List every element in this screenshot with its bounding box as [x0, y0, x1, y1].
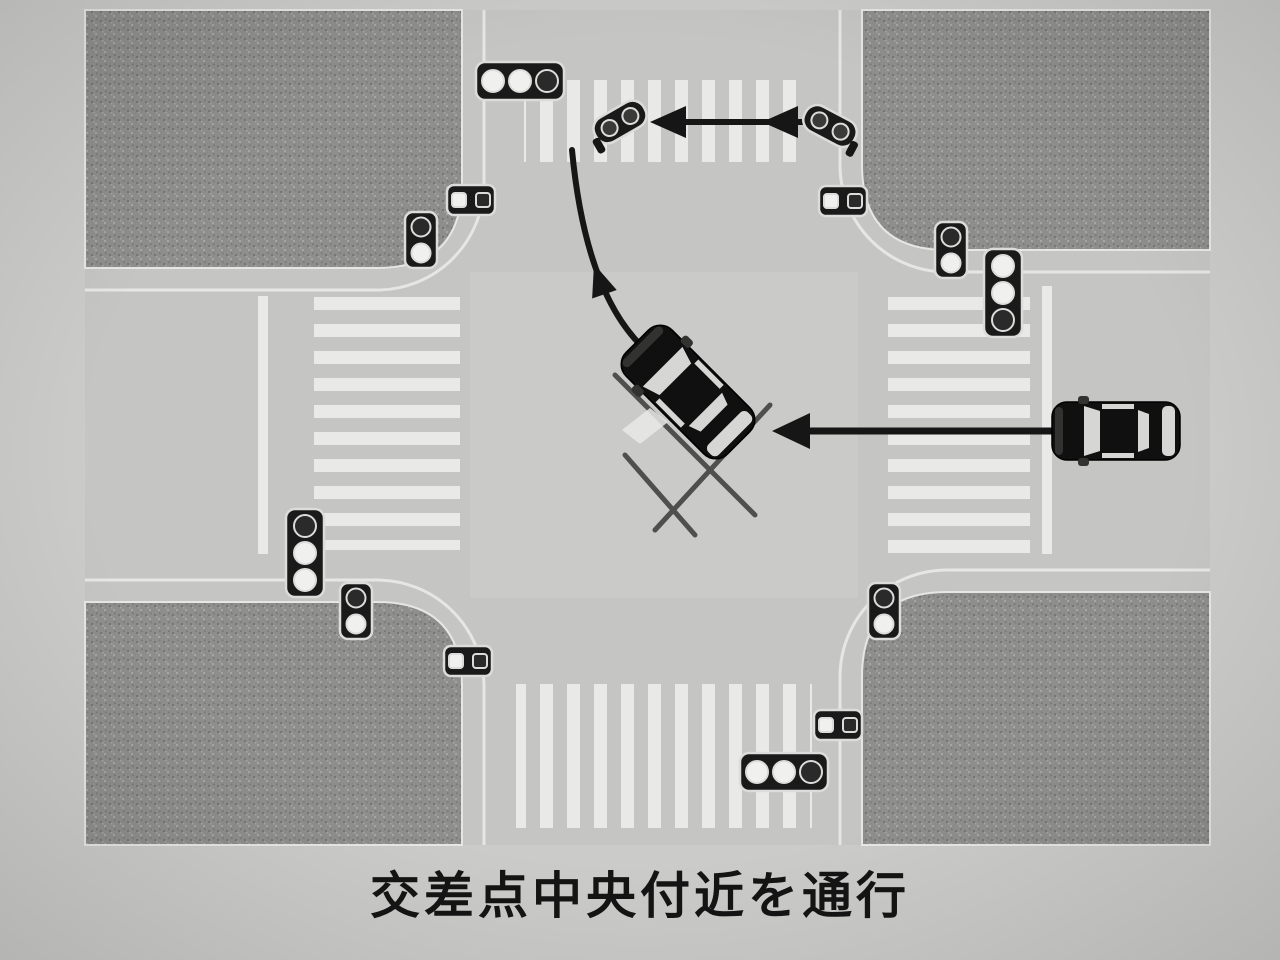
diagram-caption: 交差点中央付近を通行 [370, 867, 910, 925]
